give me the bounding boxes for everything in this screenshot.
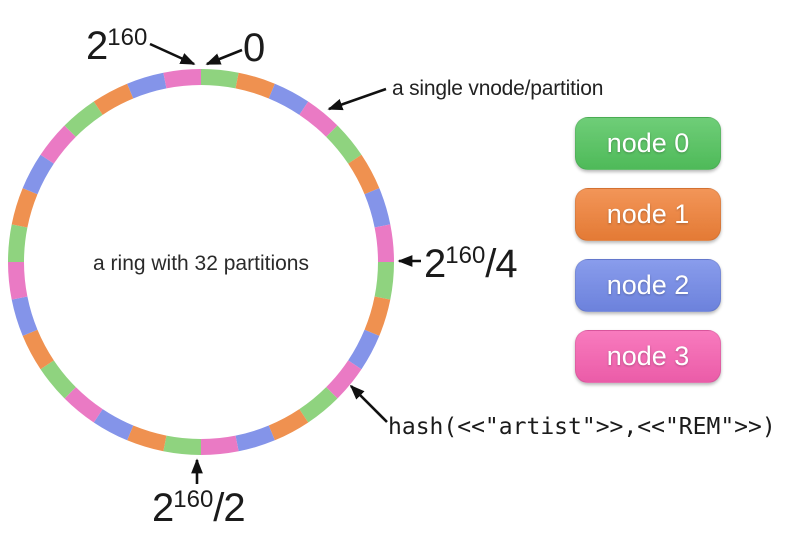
ring-partition-13 xyxy=(268,409,309,441)
ring-partition-23 xyxy=(7,261,28,300)
label-ring-quarter: 2160/4 xyxy=(424,242,518,286)
ring-partition-28 xyxy=(64,101,103,137)
ring-partition-21 xyxy=(22,329,54,370)
ring-partition-19 xyxy=(64,387,103,423)
ring-half-base: 2 xyxy=(152,486,174,530)
ring-partition-17 xyxy=(127,425,167,452)
ring-partition-12 xyxy=(299,387,338,423)
ring-max-base: 2 xyxy=(86,24,108,68)
ring-quarter-suffix: /4 xyxy=(485,242,517,286)
label-ring-max: 2160 xyxy=(86,24,148,68)
ring-partition-26 xyxy=(22,154,54,195)
ring-max-exponent: 160 xyxy=(107,24,148,51)
legend-node-2: node 2 xyxy=(575,259,721,312)
ring-partition-5 xyxy=(348,154,380,195)
arrow-vnode xyxy=(327,87,387,111)
label-ring-zero: 0 xyxy=(243,26,265,70)
label-ring-half: 2160/2 xyxy=(152,486,246,530)
legend-node-1: node 1 xyxy=(575,188,721,241)
ring-partition-31 xyxy=(163,68,202,89)
legend-node-0: node 0 xyxy=(575,117,721,170)
ring-partition-10 xyxy=(348,329,380,370)
arrow-2-160 xyxy=(149,42,196,66)
ring-partition-6 xyxy=(364,188,391,228)
legend-node-3: node 3 xyxy=(575,330,721,383)
arrow-hash xyxy=(349,384,388,423)
ring-partition-14 xyxy=(235,425,275,452)
ring-partition-24 xyxy=(7,224,28,263)
label-vnode: a single vnode/partition xyxy=(392,77,604,100)
ring-half-exponent: 160 xyxy=(173,486,214,513)
ring-half-suffix: /2 xyxy=(213,486,245,530)
ring-partition-18 xyxy=(93,409,134,441)
ring-partition-30 xyxy=(127,72,167,99)
ring-partition-0 xyxy=(200,68,239,89)
ring-partition-22 xyxy=(11,296,38,336)
ring-partition-4 xyxy=(326,125,362,164)
ring-partition-29 xyxy=(93,83,134,115)
arrow-zero xyxy=(205,48,243,66)
annotation-arrows xyxy=(149,42,421,484)
node-legend: node 0 node 1 node 2 node 3 xyxy=(575,117,721,383)
ring-partition-8 xyxy=(374,261,395,300)
ring-quarter-base: 2 xyxy=(424,242,446,286)
ring-partition-3 xyxy=(299,101,338,137)
ring-partition-20 xyxy=(40,360,76,399)
ring-partition-9 xyxy=(364,296,391,336)
ring-partition-1 xyxy=(235,72,275,99)
ring-partition-27 xyxy=(40,125,76,164)
ring-partition-25 xyxy=(11,188,38,228)
ring-partition-11 xyxy=(326,360,362,399)
ring-partition-7 xyxy=(374,224,395,263)
ring-partition-15 xyxy=(200,435,239,456)
ring-quarter-exponent: 160 xyxy=(445,242,486,269)
ring-partitions xyxy=(7,68,395,456)
label-hash-example: hash(<<"artist">>,<<"REM">>) xyxy=(388,414,776,440)
ring-partition-2 xyxy=(268,83,309,115)
ring-center-caption: a ring with 32 partitions xyxy=(93,252,309,275)
ring-partition-16 xyxy=(163,435,202,456)
